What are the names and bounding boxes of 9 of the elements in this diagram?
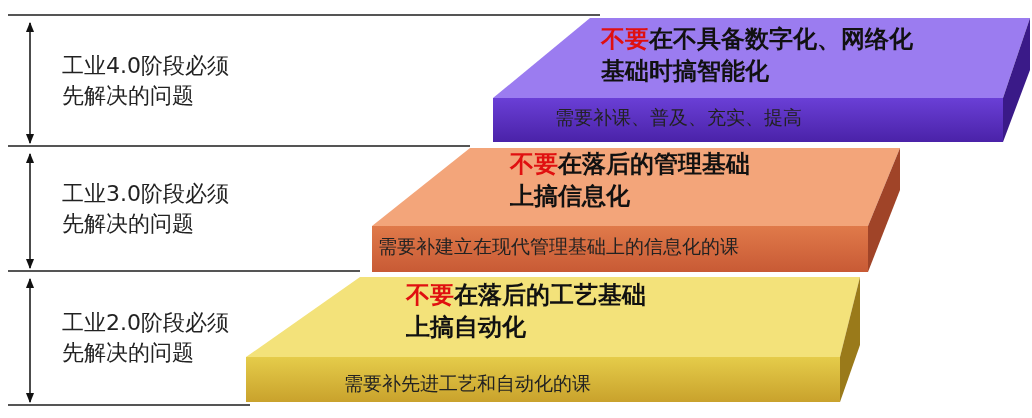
slab-note: 需要补先进工艺和自动化的课 xyxy=(344,371,591,395)
slab-note: 需要补课、普及、充实、提高 xyxy=(555,105,802,129)
slab-heading: 不要在落后的管理基础上搞信息化 xyxy=(510,149,751,212)
slab-note: 需要补建立在现代管理基础上的信息化的课 xyxy=(378,234,739,258)
stage-label: 工业4.0阶段必须先解决的问题 xyxy=(62,51,230,110)
slab-heading: 不要在不具备数字化、网络化基础时搞智能化 xyxy=(601,24,914,87)
stage-label: 工业3.0阶段必须先解决的问题 xyxy=(62,179,230,238)
slab-heading: 不要在落后的工艺基础上搞自动化 xyxy=(406,280,647,343)
stage-label: 工业2.0阶段必须先解决的问题 xyxy=(62,309,230,367)
